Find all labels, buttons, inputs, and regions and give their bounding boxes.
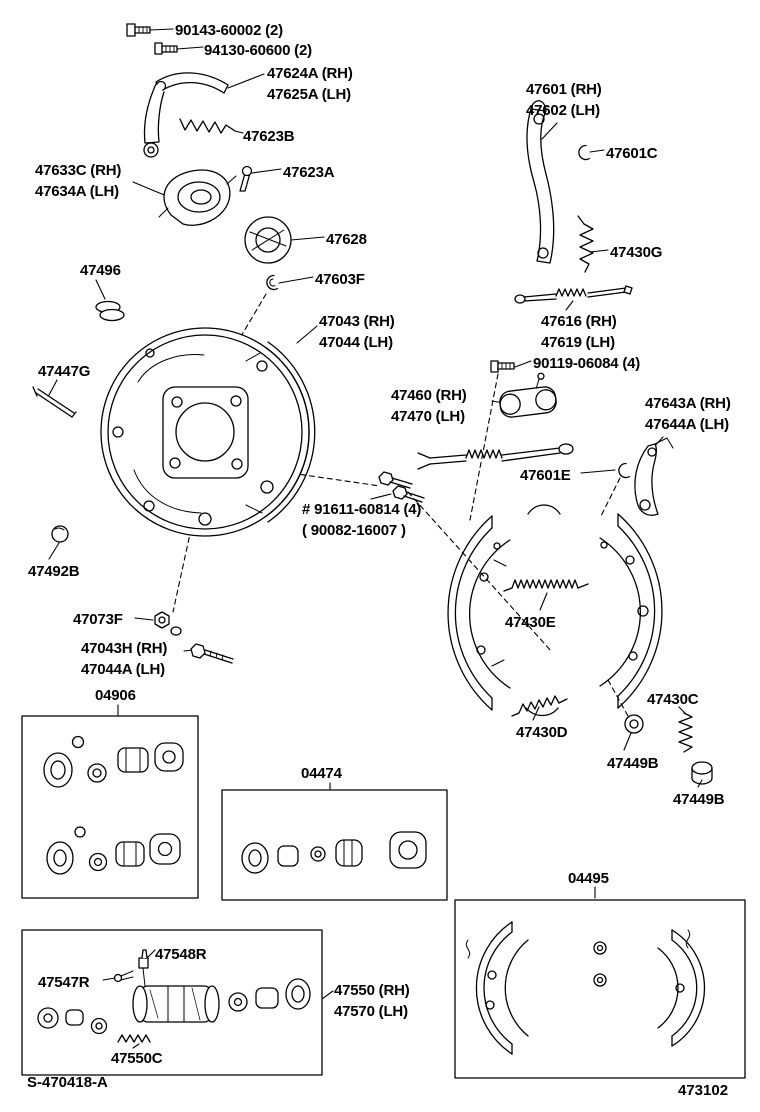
kit-04495-contents [465, 921, 706, 1055]
bolt-90119-drawing [490, 360, 515, 373]
part-label-47043H: 47043H (RH) 47044A (LH) [81, 640, 168, 678]
part-label-47550: 47550 (RH) 47570 (LH) [334, 982, 410, 1020]
part-label-47623A: 47623A [283, 164, 335, 181]
bolt-91611-drawing [378, 471, 425, 503]
part-label-47601: 47601 (RH) 47602 (LH) [526, 81, 602, 119]
part-label-47430D: 47430D [516, 724, 568, 741]
kit-box-04474 [221, 789, 448, 901]
kit-box-04495 [454, 899, 746, 1079]
part-label-47601C: 47601C [606, 145, 658, 162]
part-label-47601E: 47601E [520, 467, 571, 484]
part-label-47430G: 47430G [610, 244, 663, 261]
backing-plate-drawing [100, 327, 316, 537]
cylinder-47550-contents [37, 949, 311, 1043]
part-label-04906: 04906 [95, 687, 136, 704]
spring-47430D-drawing [511, 695, 568, 717]
adjuster-rod-drawing [417, 443, 574, 470]
clip-47603F-drawing [266, 274, 279, 291]
bracket-47633-drawing [158, 169, 237, 226]
nut-47073F-drawing [154, 611, 182, 636]
part-label-47073F: 47073F [73, 611, 123, 628]
plug-47492B-drawing [51, 525, 69, 543]
cylinder-47550-box [21, 929, 323, 1076]
bolt-90143-drawing [126, 23, 151, 37]
part-label-90143-60002: 90143-60002 (2) [175, 22, 283, 39]
part-label-47550C: 47550C [111, 1050, 163, 1067]
bolt-94130-drawing [154, 42, 178, 55]
part-label-91611-60814: # 91611-60814 (4) ( 90082-16007 ) [302, 501, 422, 539]
spring-47430E-drawing [503, 579, 589, 592]
lever-47643-drawing [634, 437, 674, 516]
part-label-04474: 04474 [301, 765, 342, 782]
part-label-47447G: 47447G [38, 363, 91, 380]
part-label-47548R: 47548R [155, 946, 207, 963]
spring-47623B-drawing [179, 118, 236, 134]
wheel-cylinder-47460-drawing [499, 372, 557, 418]
clip-47601C-drawing [578, 144, 591, 161]
part-label-47633C: 47633C (RH) 47634A (LH) [35, 162, 122, 200]
strut-47616-drawing [514, 285, 633, 304]
part-label-47623B: 47623B [243, 128, 295, 145]
part-label-47492B: 47492B [28, 563, 80, 580]
clip-47601E-drawing [618, 462, 631, 479]
part-label-47643A: 47643A (RH) 47644A (LH) [645, 395, 731, 433]
part-label-47547R: 47547R [38, 974, 90, 991]
part-label-47430E: 47430E [505, 614, 556, 631]
cap-47449B-drawing [691, 761, 713, 785]
adjuster-47628-drawing [244, 216, 292, 264]
part-label-47616: 47616 (RH) 47619 (LH) [541, 313, 617, 351]
washer-47449B-drawing [624, 714, 644, 734]
figure-code-right: 473102 [678, 1082, 729, 1099]
part-label-94130-60600: 94130-60600 (2) [204, 42, 312, 59]
part-label-47430C: 47430C [647, 691, 699, 708]
lever-47601-drawing [526, 100, 555, 264]
part-label-47496: 47496 [80, 262, 121, 279]
kit-04906-contents [43, 735, 184, 875]
spring-47430C-drawing [678, 712, 693, 753]
part-label-47043: 47043 (RH) 47044 (LH) [319, 313, 395, 351]
part-label-47603F: 47603F [315, 271, 365, 288]
spring-47430G-drawing [577, 215, 594, 273]
part-label-47449B-b: 47449B [673, 791, 725, 808]
lever-47624-drawing [143, 72, 229, 158]
kit-box-04906 [21, 715, 199, 899]
part-label-47624A: 47624A (RH) 47625A (LH) [267, 65, 353, 103]
pin-47447G-drawing [32, 386, 77, 418]
part-label-47460: 47460 (RH) 47470 (LH) [391, 387, 467, 425]
part-label-04495: 04495 [568, 870, 609, 887]
clip-47496-drawing [95, 300, 125, 322]
kit-04474-contents [241, 831, 427, 874]
part-label-47449B-a: 47449B [607, 755, 659, 772]
brake-shoes-drawing [447, 504, 663, 717]
figure-code-left: S-470418-A [27, 1074, 108, 1091]
part-label-47628: 47628 [326, 231, 367, 248]
bolt-47043H-drawing [190, 643, 234, 664]
part-label-90119-06084: 90119-06084 (4) [533, 355, 641, 372]
bolt-47623A-drawing [239, 165, 253, 192]
